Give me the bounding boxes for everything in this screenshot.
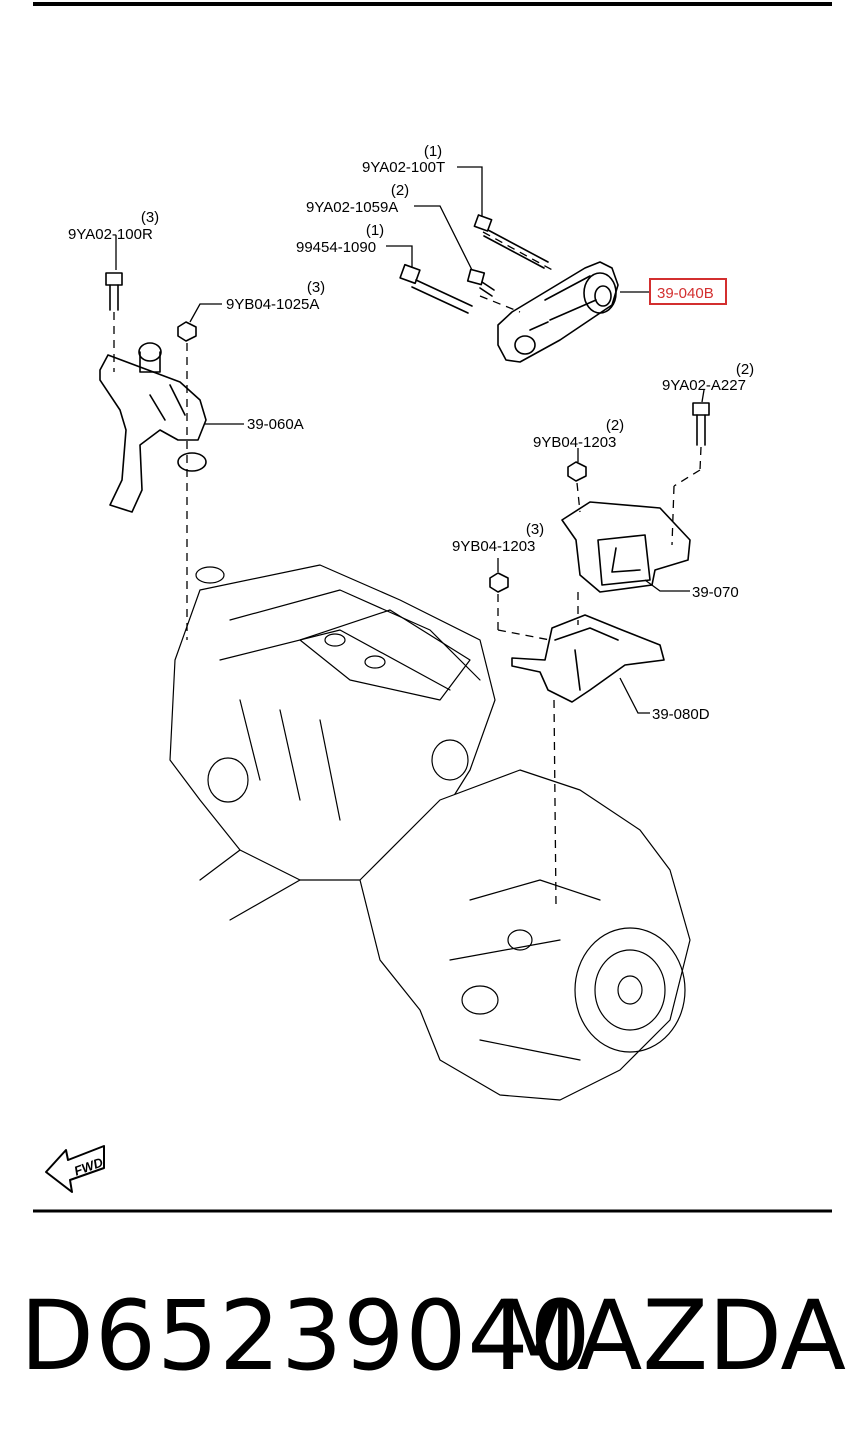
callout-39-070[interactable]: 39-070: [692, 584, 739, 601]
svg-text:39-040B: 39-040B: [657, 285, 714, 302]
svg-text:9YB04-1025A: 9YB04-1025A: [226, 296, 319, 313]
bolt-9YA02-A227[interactable]: [692, 402, 710, 446]
callout-39-080D[interactable]: 39-080D: [652, 706, 710, 723]
bolt-99454-1090[interactable]: [399, 263, 473, 314]
nut-9YB04-1025A[interactable]: [177, 321, 197, 342]
selected-part-highlight: [649, 278, 727, 305]
engine-assembly: [169, 564, 496, 921]
callout-39-060A[interactable]: 39-060A: [247, 416, 304, 433]
svg-text:(1): (1): [424, 143, 442, 160]
svg-text:(3): (3): [141, 209, 159, 226]
svg-text:(3): (3): [307, 279, 325, 296]
bolt-9YA02-100T[interactable]: [473, 214, 549, 269]
brand-name: MAZDA: [493, 1280, 846, 1392]
svg-text:9YA02-100T: 9YA02-100T: [362, 159, 445, 176]
svg-text:(2): (2): [736, 361, 754, 378]
bolt-9YA02-100R[interactable]: [105, 272, 123, 311]
engine-mount-39-070[interactable]: [561, 501, 691, 593]
callout-9YB04-1025A[interactable]: (3) 9YB04-1025A: [226, 279, 325, 313]
svg-text:(2): (2): [391, 182, 409, 199]
svg-text:39-070: 39-070: [692, 584, 739, 601]
callout-9YB04-1203-lower[interactable]: (3) 9YB04-1203: [452, 521, 544, 555]
callout-9YA02-100R[interactable]: (3) 9YA02-100R: [68, 209, 159, 243]
svg-text:9YA02-1059A: 9YA02-1059A: [306, 199, 398, 216]
bolt-9YA02-1059A[interactable]: [466, 268, 495, 297]
nut-9YB04-1203-lower[interactable]: [489, 572, 509, 593]
svg-text:(3): (3): [526, 521, 544, 538]
torque-rod-39-040B[interactable]: [497, 261, 619, 363]
svg-text:39-080D: 39-080D: [652, 706, 710, 723]
svg-text:99454-1090: 99454-1090: [296, 239, 376, 256]
svg-text:(1): (1): [366, 222, 384, 239]
svg-text:9YA02-100R: 9YA02-100R: [68, 226, 153, 243]
engine-mount-39-060A[interactable]: [99, 342, 207, 513]
svg-text:39-060A: 39-060A: [247, 416, 304, 433]
nut-9YB04-1203-upper[interactable]: [567, 461, 587, 482]
part-number: D65239040: [20, 1280, 592, 1392]
callout-9YA02-1059A[interactable]: (2) 9YA02-1059A: [306, 182, 409, 216]
callout-9YA02-100T[interactable]: (1) 9YA02-100T: [362, 143, 445, 176]
parts-diagram: (1) 9YA02-100T (2) 9YA02-1059A (1) 99454…: [33, 2, 832, 1213]
svg-text:9YA02-A227: 9YA02-A227: [662, 377, 746, 394]
svg-text:9YB04-1203: 9YB04-1203: [533, 434, 616, 451]
transmission-bracket-39-080D[interactable]: [511, 614, 665, 703]
svg-text:9YB04-1203: 9YB04-1203: [452, 538, 535, 555]
callout-9YB04-1203-upper[interactable]: (2) 9YB04-1203: [533, 417, 624, 451]
fwd-arrow-icon: FWD: [45, 1145, 106, 1193]
callout-9YA02-A227[interactable]: (2) 9YA02-A227: [662, 361, 754, 394]
callout-99454-1090[interactable]: (1) 99454-1090: [296, 222, 384, 256]
transmission-assembly: [359, 769, 691, 1101]
svg-text:(2): (2): [606, 417, 624, 434]
callout-39-040B[interactable]: 39-040B: [657, 285, 714, 302]
